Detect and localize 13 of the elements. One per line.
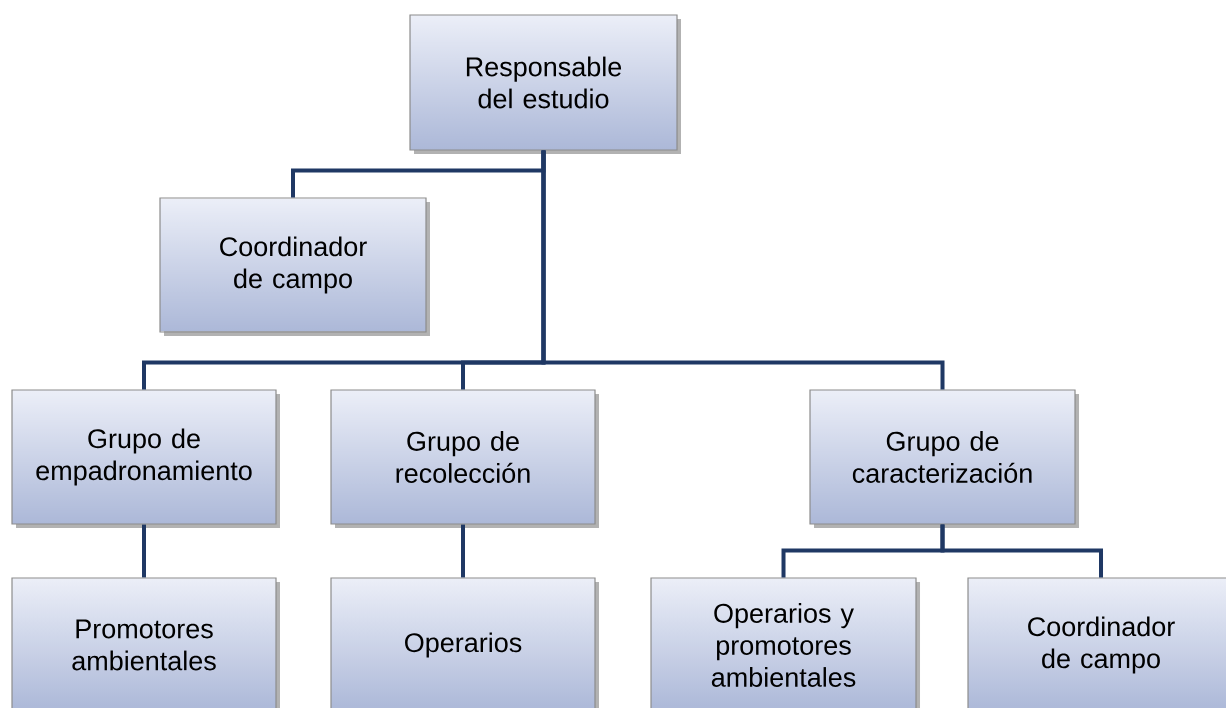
connector-line [541,150,945,390]
org-box: Coordinador de campo [159,197,430,336]
connector-line [142,524,146,578]
org-box: Responsable del estudio [409,14,681,154]
org-box: Grupo de empadronamiento [11,389,280,528]
connector-line [940,524,1103,578]
org-box: Coordinador de campo [967,577,1226,708]
connector-line [461,524,465,578]
org-box: Grupo de recolección [330,389,599,528]
org-box: Operarios y promotores ambientales [650,577,920,708]
org-box: Operarios [330,577,599,708]
org-box: Promotores ambientales [11,577,280,708]
org-box: Grupo de caracterización [809,389,1079,528]
